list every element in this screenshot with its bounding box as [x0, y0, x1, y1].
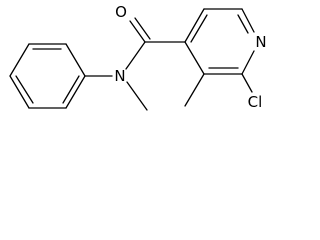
molecule-diagram: O N N Cl [0, 0, 274, 121]
phenyl-bond [9, 75, 30, 109]
ring-methyl-bond [184, 73, 205, 107]
oxygen-label: O [115, 3, 127, 21]
pyridine-double-bond [237, 14, 249, 34]
phenyl-double-bond [62, 75, 80, 104]
ring-substituents [184, 73, 253, 107]
amide-group [84, 17, 186, 111]
atom-labels: O N N Cl [114, 3, 266, 111]
pyridine-double-bond [190, 14, 208, 43]
phenyl-double-bond [15, 75, 34, 104]
amide-nitrogen-label: N [114, 67, 125, 85]
structure-canvas: O N N Cl [9, 3, 267, 111]
ring-nitrogen-label: N [255, 33, 266, 51]
chlorine-label: Cl [248, 93, 263, 111]
phenyl-ring [9, 43, 86, 109]
pyridine-ring [184, 8, 255, 75]
pyridine-bond [241, 50, 255, 75]
phenyl-bond [65, 75, 86, 109]
phenyl-bond [65, 43, 86, 77]
n-methyl-bond [126, 81, 148, 111]
n-carbonyl-bond [125, 41, 146, 70]
pyridine-bond [241, 8, 255, 33]
pyridine-bond [184, 8, 205, 43]
c-cl-bond [241, 73, 253, 93]
carbonyl-double-bond [134, 17, 151, 40]
phenyl-bond [9, 43, 30, 77]
carbonyl-double-bond [129, 20, 146, 43]
pyridine-bond [184, 41, 205, 75]
